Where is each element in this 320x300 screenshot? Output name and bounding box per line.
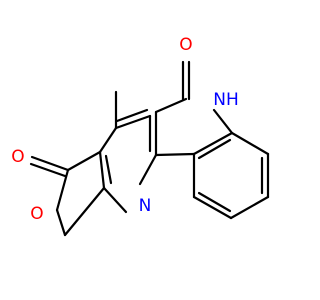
bond: [154, 152, 196, 157]
bond: [229, 195, 270, 220]
bond: [98, 150, 106, 190]
bond: [115, 108, 149, 123]
bond: [197, 191, 232, 213]
pyridine-nitrogen-label: N: [139, 196, 152, 216]
bond: [197, 138, 232, 160]
bond: [55, 168, 70, 212]
atom-layer: O NH O O N: [11, 35, 238, 224]
bond: [63, 186, 106, 237]
amide-nh-label: NH: [213, 90, 239, 110]
ring-oxygen-label: O: [30, 204, 43, 224]
structure-drawing: O NH O O N: [11, 35, 270, 237]
bond: [154, 97, 188, 114]
bond: [98, 126, 118, 154]
bond: [212, 108, 234, 135]
bond: [66, 150, 102, 172]
bond: [192, 195, 233, 220]
bond: [102, 186, 128, 214]
bond: [114, 114, 152, 130]
oxygen-atom-label: O: [179, 35, 192, 55]
bond: [138, 153, 158, 186]
bond: [55, 208, 67, 237]
bond: [30, 155, 70, 172]
oxygen-atom-label: O: [11, 147, 24, 167]
molecule-canvas: O NH O O N: [11, 35, 270, 237]
bond: [230, 131, 270, 156]
bond-layer: [29, 60, 270, 237]
bond: [192, 131, 234, 156]
bond: [104, 154, 113, 185]
bond: [29, 162, 67, 178]
